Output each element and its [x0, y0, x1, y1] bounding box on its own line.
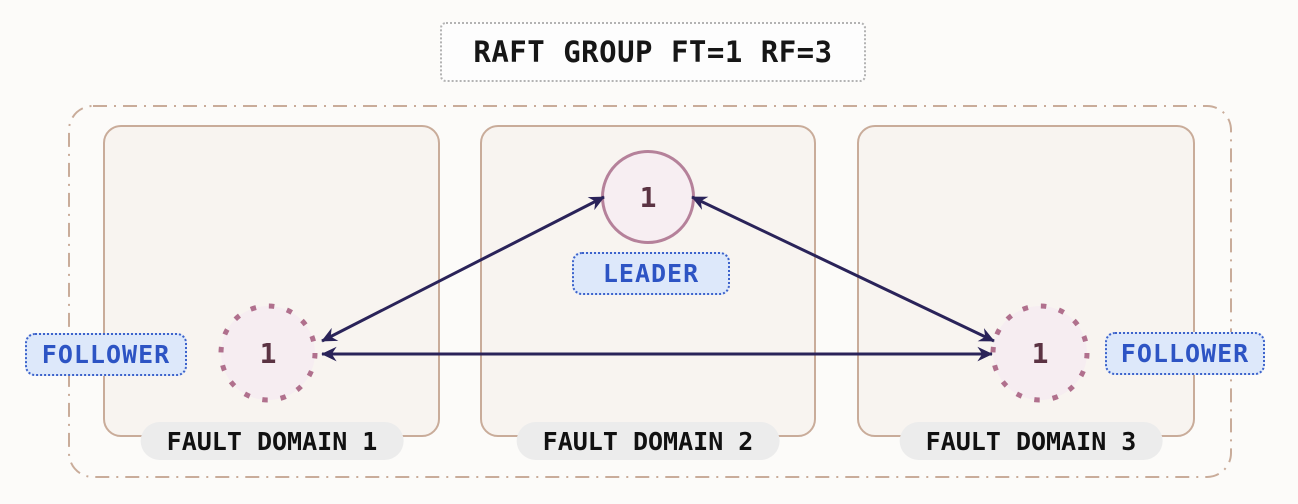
- follower-right-role-label-text: FOLLOWER: [1120, 339, 1250, 368]
- fault-domain-3-label: FAULT DOMAIN 3: [899, 422, 1163, 460]
- follower-right-node-value: 1: [1031, 336, 1049, 370]
- raft-group-title: RAFT GROUP FT=1 RF=3: [440, 22, 866, 82]
- follower-left-role-label-text: FOLLOWER: [41, 340, 171, 369]
- raft-group-title-text: RAFT GROUP FT=1 RF=3: [473, 35, 833, 69]
- fault-domain-1-label-text: FAULT DOMAIN 1: [166, 426, 378, 456]
- follower-left-node: 1: [221, 306, 315, 400]
- fault-domain-2-label: FAULT DOMAIN 2: [516, 422, 780, 460]
- follower-left-role-label: FOLLOWER: [25, 333, 187, 376]
- leader-node: 1: [601, 150, 695, 244]
- leader-node-value: 1: [639, 180, 657, 214]
- follower-right-role-label: FOLLOWER: [1105, 332, 1265, 375]
- fault-domain-2-label-text: FAULT DOMAIN 2: [542, 426, 754, 456]
- follower-left-node-value: 1: [259, 336, 277, 370]
- fault-domain-3-label-text: FAULT DOMAIN 3: [925, 426, 1137, 456]
- fault-domain-1-label: FAULT DOMAIN 1: [140, 422, 404, 460]
- follower-right-node: 1: [993, 306, 1087, 400]
- leader-role-label-text: LEADER: [602, 259, 700, 288]
- leader-role-label: LEADER: [572, 252, 730, 295]
